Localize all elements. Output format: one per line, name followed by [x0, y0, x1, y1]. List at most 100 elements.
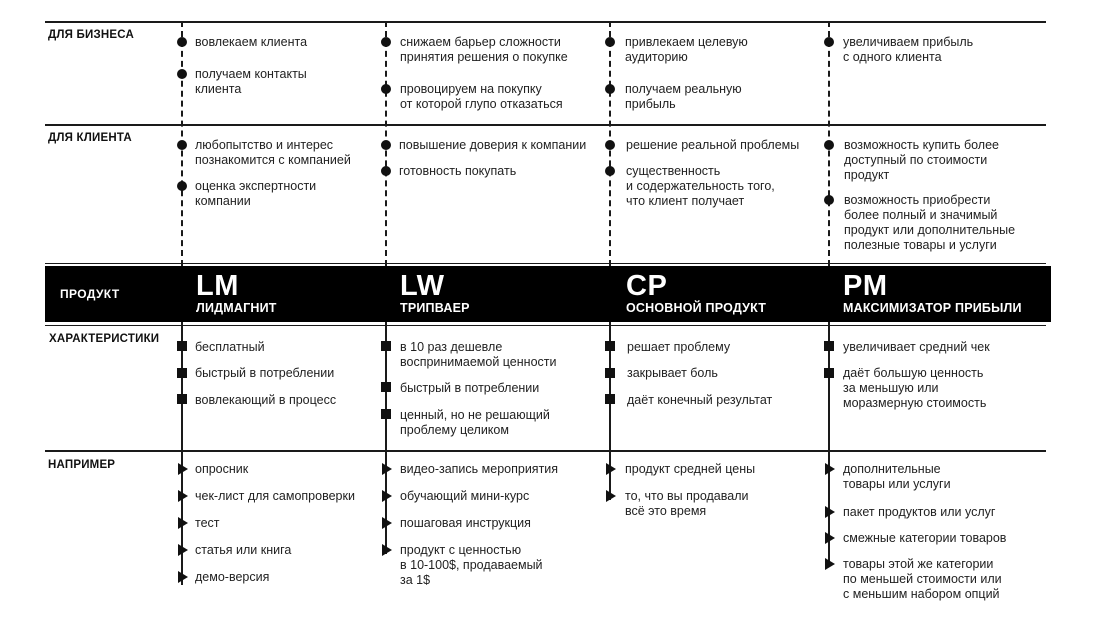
bullet-square-icon — [824, 341, 834, 351]
bullet-dot-icon — [381, 37, 391, 47]
characteristic-item-lw-1: в 10 раз дешевле воспринимаемой ценности — [400, 340, 557, 369]
characteristic-item-lw-3: ценный, но не решающий проблему целиком — [400, 408, 550, 437]
example-item-pm-3: смежные категории товаров — [843, 531, 1007, 545]
bullet-dot-icon — [824, 140, 834, 150]
bullet-square-icon — [381, 341, 391, 351]
characteristic-item-lw-2: быстрый в потреблении — [400, 381, 540, 395]
row-label-client: ДЛЯ КЛИЕНТА — [48, 132, 132, 144]
example-item-lw-2: обучающий мини-курс — [400, 489, 530, 503]
bullet-triangle-icon — [606, 463, 616, 475]
bullet-dot-icon — [824, 37, 834, 47]
bullet-square-icon — [381, 382, 391, 392]
product-name-cp: ОСНОВНОЙ ПРОДУКТ — [626, 301, 767, 315]
bullet-square-icon — [177, 394, 187, 404]
bullet-triangle-icon — [382, 544, 392, 556]
bullet-triangle-icon — [178, 490, 188, 502]
bullet-dot-icon — [605, 140, 615, 150]
characteristic-item-lm-1: бесплатный — [195, 340, 265, 354]
client-item-pm-2: возможность приобрести более полный и зн… — [844, 193, 1016, 252]
product-abbr-cp: CP — [626, 270, 668, 302]
business-item-lm-2: получаем контакты клиента — [195, 67, 307, 96]
example-item-lw-4: продукт с ценностью в 10-100$, продаваем… — [400, 543, 543, 587]
example-item-lm-5: демо-версия — [195, 570, 270, 584]
characteristic-item-cp-3: даёт конечный результат — [627, 393, 773, 407]
example-item-lm-4: статья или книга — [195, 543, 292, 557]
bullet-dot-icon — [177, 69, 187, 79]
product-abbr-lw: LW — [400, 270, 445, 302]
business-item-lm-1: вовлекаем клиента — [195, 35, 308, 49]
bullet-triangle-icon — [178, 517, 188, 529]
product-band — [45, 266, 1051, 322]
client-item-cp-1: решение реальной проблемы — [626, 138, 800, 152]
bullet-triangle-icon — [178, 544, 188, 556]
bullet-square-icon — [605, 394, 615, 404]
separator-after-product — [45, 325, 1046, 326]
column-line-solid-2 — [385, 322, 387, 554]
column-line-solid-4 — [828, 322, 830, 567]
product-name-lm: ЛИДМАГНИТ — [196, 301, 277, 315]
business-item-lw-2: провоцируем на покупку от которой глупо … — [400, 82, 563, 111]
bullet-dot-icon — [824, 195, 834, 205]
example-item-cp-1: продукт средней цены — [625, 462, 756, 476]
product-abbr-lm: LM — [196, 270, 239, 302]
bullet-dot-icon — [605, 166, 615, 176]
bullet-dot-icon — [605, 84, 615, 94]
bullet-dot-icon — [605, 37, 615, 47]
bullet-square-icon — [381, 409, 391, 419]
bullet-triangle-icon — [606, 490, 616, 502]
bullet-square-icon — [177, 341, 187, 351]
product-name-pm: МАКСИМИЗАТОР ПРИБЫЛИ — [843, 301, 1022, 315]
bullet-dot-icon — [381, 140, 391, 150]
bullet-triangle-icon — [825, 463, 835, 475]
bullet-triangle-icon — [382, 517, 392, 529]
client-item-lw-1: повышение доверия к компании — [399, 138, 587, 152]
example-item-cp-2: то, что вы продавали всё это время — [625, 489, 749, 518]
bullet-triangle-icon — [825, 532, 835, 544]
row-label-examples: НАПРИМЕР — [48, 459, 116, 471]
bullet-square-icon — [605, 368, 615, 378]
bullet-dot-icon — [381, 166, 391, 176]
bullet-square-icon — [824, 368, 834, 378]
separator-top — [45, 21, 1046, 23]
row-label-business: ДЛЯ БИЗНЕСА — [48, 29, 134, 41]
bullet-dot-icon — [177, 140, 187, 150]
bullet-triangle-icon — [382, 463, 392, 475]
business-item-lw-1: снижаем барьер сложности принятия решени… — [400, 35, 568, 64]
row-label-product: ПРОДУКТ — [60, 287, 120, 301]
client-item-lm-1: любопытство и интерес познакомится с ком… — [195, 138, 351, 167]
characteristic-item-pm-2: даёт большую ценность за меньшую или мор… — [843, 366, 987, 410]
bullet-dot-icon — [381, 84, 391, 94]
product-abbr-pm: PM — [843, 270, 888, 302]
client-item-lw-2: готовность покупать — [399, 164, 517, 178]
example-item-pm-1: дополнительные товары или услуги — [843, 462, 951, 491]
separator-before-product — [45, 263, 1046, 264]
bullet-square-icon — [177, 368, 187, 378]
bullet-triangle-icon — [382, 490, 392, 502]
client-item-pm-1: возможность купить более доступный по ст… — [844, 138, 999, 182]
example-item-lm-2: чек-лист для самопроверки — [195, 489, 355, 503]
separator-business-client — [45, 124, 1046, 126]
example-item-pm-4: товары этой же категории по меньшей стои… — [843, 557, 1002, 601]
example-item-lm-3: тест — [195, 516, 220, 530]
bullet-dot-icon — [177, 181, 187, 191]
example-item-lw-3: пошаговая инструкция — [400, 516, 531, 530]
characteristic-item-pm-1: увеличивает средний чек — [843, 340, 990, 354]
characteristic-item-cp-2: закрывает боль — [627, 366, 718, 380]
product-name-lw: ТРИПВАЕР — [400, 301, 470, 315]
business-item-cp-2: получаем реальную прибыль — [625, 82, 742, 111]
bullet-triangle-icon — [178, 571, 188, 583]
bullet-triangle-icon — [825, 506, 835, 518]
row-label-characteristics: ХАРАКТЕРИСТИКИ — [49, 333, 160, 345]
characteristic-item-cp-1: решает проблему — [627, 340, 731, 354]
characteristic-item-lm-2: быстрый в потреблении — [195, 366, 335, 380]
example-item-pm-2: пакет продуктов или услуг — [843, 505, 996, 519]
separator-characteristics-examples — [45, 450, 1046, 452]
bullet-square-icon — [605, 341, 615, 351]
client-item-cp-2: существенность и содержательность того, … — [626, 164, 775, 208]
bullet-dot-icon — [177, 37, 187, 47]
bullet-triangle-icon — [825, 558, 835, 570]
business-item-cp-1: привлекаем целевую аудиторию — [625, 35, 748, 64]
example-item-lm-1: опросник — [195, 462, 249, 476]
bullet-triangle-icon — [178, 463, 188, 475]
